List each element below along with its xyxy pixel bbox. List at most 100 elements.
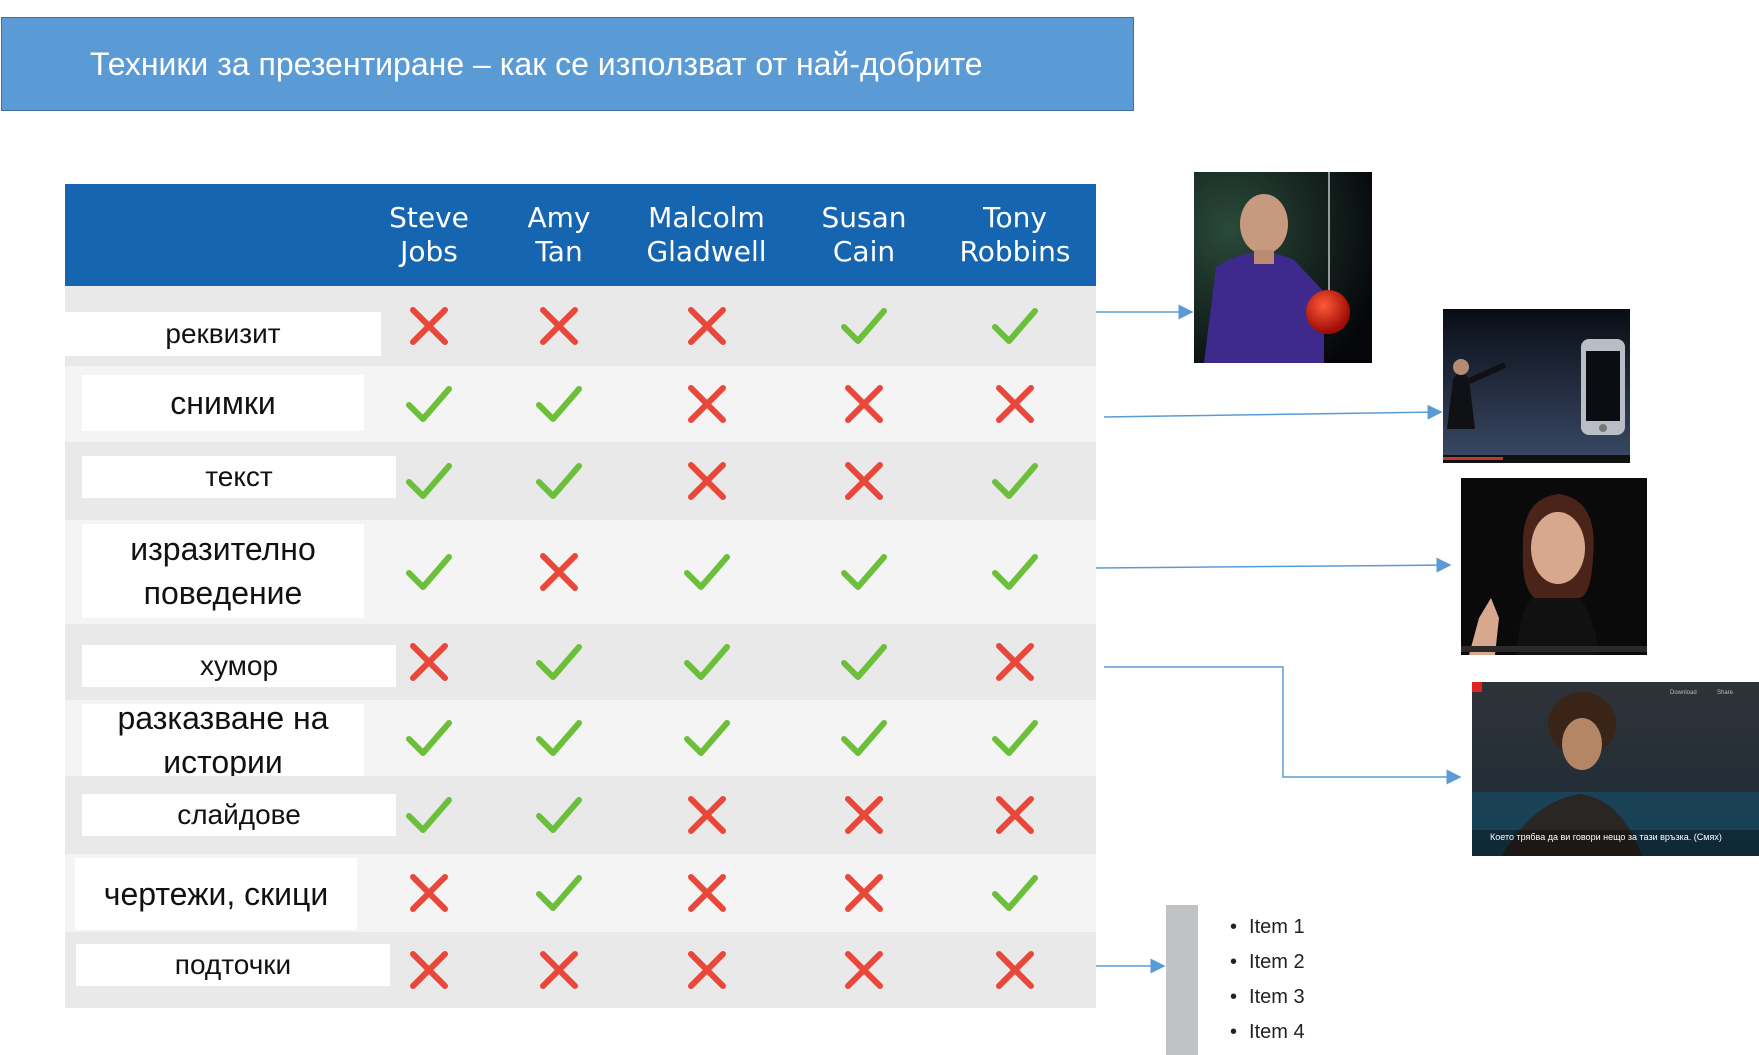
table-cell <box>619 700 794 776</box>
list-item: Item 2 <box>1230 945 1305 980</box>
table-cell <box>934 932 1096 1008</box>
table-cell <box>359 442 499 520</box>
check-icon <box>841 308 887 344</box>
list-item: Item 1 <box>1230 910 1305 945</box>
header-corner <box>65 184 359 286</box>
table-cell <box>619 520 794 624</box>
check-icon <box>841 644 887 680</box>
check-icon <box>683 720 730 756</box>
video-download-label[interactable]: Download <box>1670 690 1697 696</box>
table-cell <box>499 442 619 520</box>
check-icon <box>683 554 730 590</box>
table-cell <box>359 932 499 1008</box>
speaker-with-ball-image <box>1194 172 1372 363</box>
table-cell <box>499 624 619 700</box>
table-cell <box>619 624 794 700</box>
table-row: хумор <box>65 624 1096 700</box>
check-icon <box>406 463 452 499</box>
table-cell <box>934 520 1096 624</box>
cross-icon <box>410 307 448 345</box>
cross-icon <box>845 462 883 500</box>
row-label: реквизит <box>65 312 381 356</box>
table-cell <box>619 442 794 520</box>
cross-icon <box>996 796 1034 834</box>
cross-icon <box>687 462 726 500</box>
table-cell <box>359 700 499 776</box>
check-icon <box>992 720 1038 756</box>
table-cell <box>359 854 499 932</box>
table-cell <box>794 776 934 854</box>
cross-icon <box>845 951 883 989</box>
cross-icon <box>410 643 448 681</box>
table-cell <box>499 700 619 776</box>
table-cell <box>794 366 934 442</box>
table-cell <box>359 520 499 624</box>
table-cell <box>499 932 619 1008</box>
check-icon <box>536 644 582 680</box>
table-cell <box>499 286 619 366</box>
check-icon <box>992 308 1038 344</box>
cross-icon <box>845 874 883 912</box>
check-icon <box>536 386 582 422</box>
table-row: чертежи, скици <box>65 854 1096 932</box>
check-icon <box>992 554 1038 590</box>
table-cell <box>794 286 934 366</box>
cross-icon <box>687 307 726 345</box>
row-label: текст <box>82 456 396 498</box>
row-label: хумор <box>82 645 396 687</box>
cross-icon <box>687 951 726 989</box>
cross-icon <box>540 307 578 345</box>
check-icon <box>992 875 1038 911</box>
table-cell <box>499 366 619 442</box>
cross-icon <box>540 553 578 591</box>
cross-icon <box>687 874 726 912</box>
photo-susan-cain <box>1461 478 1647 655</box>
table-cell <box>794 520 934 624</box>
cross-icon <box>996 643 1034 681</box>
table-cell <box>934 442 1096 520</box>
table-cell <box>619 286 794 366</box>
check-icon <box>406 720 452 756</box>
check-icon <box>536 720 582 756</box>
stage-phone-image <box>1443 309 1630 463</box>
table-cell <box>934 776 1096 854</box>
table-cell <box>934 624 1096 700</box>
table-cell <box>934 700 1096 776</box>
row-label: слайдове <box>82 794 396 836</box>
table-cell <box>794 854 934 932</box>
cross-icon <box>410 951 448 989</box>
table-cell <box>934 366 1096 442</box>
check-icon <box>536 463 582 499</box>
table-cell <box>794 932 934 1008</box>
cross-icon <box>687 796 726 834</box>
table-cell <box>619 366 794 442</box>
cross-icon <box>845 385 883 423</box>
check-icon <box>841 720 887 756</box>
arrow-expressive <box>1095 557 1452 573</box>
row-label: снимки <box>82 375 364 431</box>
table-cell <box>359 776 499 854</box>
table-cell <box>794 700 934 776</box>
table-cell <box>934 854 1096 932</box>
table-cell <box>359 286 499 366</box>
row-label: чертежи, скици <box>75 858 357 930</box>
check-icon <box>992 463 1038 499</box>
video-share-label[interactable]: Share <box>1717 690 1734 696</box>
table-cell <box>499 854 619 932</box>
list-item: Item 4 <box>1230 1015 1305 1050</box>
cross-icon <box>845 796 883 834</box>
check-icon <box>536 875 582 911</box>
table-cell <box>359 366 499 442</box>
photo-props-speaker <box>1194 172 1372 363</box>
table-row: текст <box>65 442 1096 520</box>
